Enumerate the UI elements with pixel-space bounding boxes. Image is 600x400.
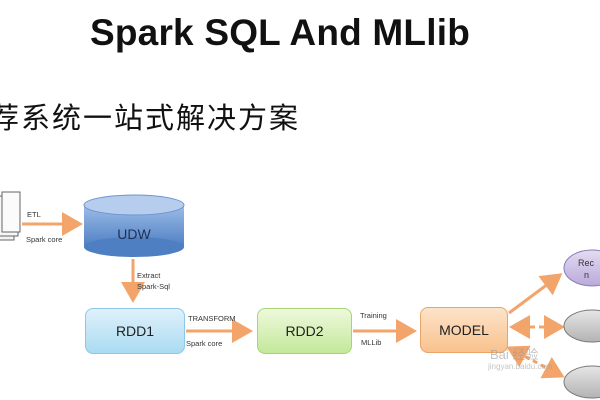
rdd2-node: RDD2 <box>257 308 352 354</box>
gray-node-3-ellipse <box>563 365 600 399</box>
rec-node-ellipse <box>563 249 600 287</box>
watermark-url: jingyan.baidu.com <box>488 362 553 371</box>
extract-label: Extract <box>137 271 161 280</box>
udw-label: UDW <box>117 226 151 242</box>
model-to-node-3-dashed-arrow <box>506 345 565 379</box>
slide-subtitle: 荐系统一站式解决方案 <box>0 101 301 135</box>
spark-core-label-1: Spark core <box>26 235 63 244</box>
model-node: MODEL <box>420 307 508 353</box>
training-label: Training <box>360 311 387 320</box>
spark-sql-label: Spark-Sql <box>137 282 170 291</box>
source-documents-icon <box>0 191 21 241</box>
slide-title: Spark SQL And MLlib <box>90 12 470 53</box>
transform-label: TRANSFORM <box>188 314 236 323</box>
spark-core-label-2: Spark core <box>186 339 223 348</box>
gray-node-2-ellipse <box>563 309 600 343</box>
rec-node-label-2: n <box>584 270 590 280</box>
udw-database-icon <box>83 194 185 257</box>
rdd1-node: RDD1 <box>85 308 185 354</box>
rec-node-label: Rec <box>578 258 595 268</box>
model-label: MODEL <box>439 322 489 338</box>
rdd1-label: RDD1 <box>115 323 155 339</box>
model-to-rec-arrow <box>508 273 563 315</box>
mllib-label: MLLib <box>361 338 382 347</box>
rdd2-label: RDD2 <box>285 323 324 339</box>
etl-label: ETL <box>27 210 41 219</box>
watermark-logo: Bai 经验 <box>490 347 539 362</box>
